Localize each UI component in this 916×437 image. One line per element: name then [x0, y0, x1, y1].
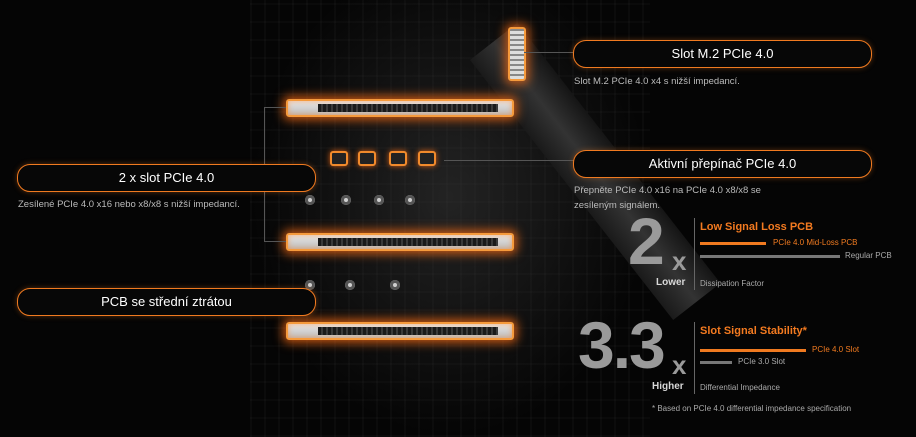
stat1-value: 2: [628, 204, 665, 278]
pcie-slots-description: Zesílené PCIe 4.0 x16 nebo x8/x8 s nižší…: [18, 199, 240, 210]
stat2-bar-secondary: [700, 361, 732, 364]
stat1-bar-primary: [700, 242, 766, 245]
stat1-bar-secondary-label: Regular PCB: [845, 251, 892, 260]
stat1-bar-primary-label: PCIe 4.0 Mid-Loss PCB: [773, 238, 858, 247]
stat2-title: Slot Signal Stability*: [700, 325, 807, 337]
pcie-switch-label: Aktivní přepínač PCIe 4.0: [573, 150, 872, 178]
stat1-metric: Dissipation Factor: [700, 279, 765, 288]
stat2-bar-primary-label: PCIe 4.0 Slot: [812, 345, 860, 354]
pcie-switch-chip: [389, 151, 407, 166]
stat1-divider: [694, 218, 695, 290]
connector-line: [264, 241, 286, 242]
footnote: * Based on PCIe 4.0 differential impedan…: [652, 404, 852, 413]
stat1-caption: Lower: [656, 277, 686, 288]
m2-slot-label: Slot M.2 PCIe 4.0: [573, 40, 872, 68]
stat2-bar-primary: [700, 349, 806, 352]
pcie-switch-description-line2: zesíleným signálem.: [574, 200, 661, 211]
stat1-suffix: x: [672, 246, 687, 276]
pcie-slot-top: [286, 99, 514, 117]
stat2-value: 3.3: [578, 308, 666, 382]
mounting-hole: [405, 195, 415, 205]
pcb-label: PCB se střední ztrátou: [17, 288, 316, 316]
mounting-hole: [305, 195, 315, 205]
pcie-slots-label: 2 x slot PCIe 4.0: [17, 164, 316, 192]
pcie-switch-chip: [358, 151, 376, 166]
mounting-hole: [390, 280, 400, 290]
pcie-switch-description-line1: Přepněte PCIe 4.0 x16 na PCIe 4.0 x8/x8 …: [574, 185, 761, 196]
mounting-hole: [374, 195, 384, 205]
pcie-slot-bottom: [286, 322, 514, 340]
mounting-hole: [345, 280, 355, 290]
mounting-hole: [305, 280, 315, 290]
stat1-bar-secondary: [700, 255, 840, 258]
m2-slot-description: Slot M.2 PCIe 4.0 x4 s nižší impedancí.: [574, 76, 740, 87]
stat2-suffix: x: [672, 350, 687, 380]
connector-line: [524, 52, 574, 53]
pcie-switch-chip: [330, 151, 348, 166]
mounting-hole: [341, 195, 351, 205]
stat2-bar-secondary-label: PCIe 3.0 Slot: [738, 357, 786, 366]
stat2-caption: Higher: [652, 381, 684, 392]
stat2-metric: Differential Impedance: [700, 383, 780, 392]
connector-line: [444, 160, 574, 161]
m2-slot-highlight: [508, 27, 526, 81]
stat2-divider: [694, 322, 695, 394]
pcie-switch-chip: [418, 151, 436, 166]
stat1-title: Low Signal Loss PCB: [700, 221, 814, 233]
motherboard-image: [250, 0, 650, 437]
connector-line: [264, 107, 286, 108]
pcie-slot-middle: [286, 233, 514, 251]
